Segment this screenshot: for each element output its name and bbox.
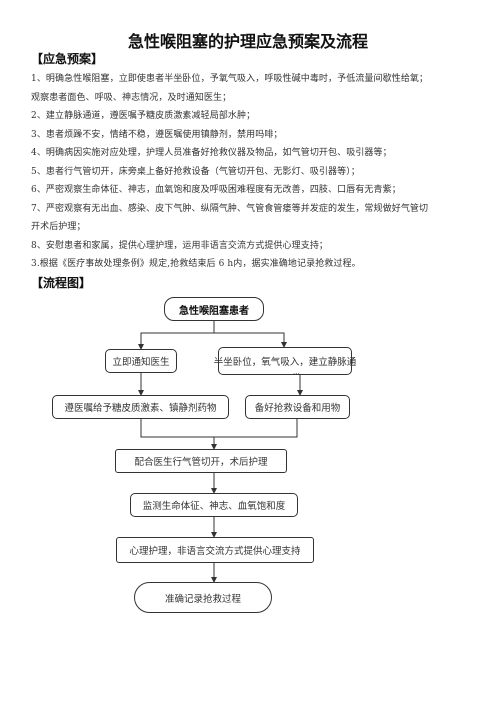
plan-item: 3.根据《医疗事故处理条例》规定,抢救结束后 6 h内，据实准确地记录抢救过程。 xyxy=(31,259,361,269)
flow-position-oxygen-text: 半坐卧位，氧气吸入，建立静脉通 xyxy=(213,357,357,368)
flow-notify-doctor-box: 立即通知医生 xyxy=(105,349,177,373)
plan-item: 2、建立静脉通道，遵医嘱予糖皮质激素减轻局部水肿； xyxy=(31,111,256,121)
plan-item: 7、严密观察有无出血、感染、皮下气肿、纵隔气肿、气管食管瘘等并发症的发生，常规做… xyxy=(31,203,429,214)
plan-item: 3、患者烦躁不安，情绪不稳，遵医嘱使用镇静剂，禁用吗啡； xyxy=(31,129,283,140)
flow-heading: 【流程图】 xyxy=(31,276,92,290)
plan-item: 8、安慰患者和家属，提供心理护理，运用非语言交流方式提供心理支持； xyxy=(31,240,329,251)
flow-position-oxygen-box: 半坐卧位，氧气吸入，建立静脉通 xyxy=(214,347,356,375)
flow-psych-support-box: 心理护理，非语言交流方式提供心理支持 xyxy=(116,537,314,563)
plan-list: 1、明确急性喉阻塞，立即使患者半坐卧位，予氧气吸入，呼吸性碱中毒时，予低流量间歇… xyxy=(31,70,471,274)
flow-record-box: 准确记录抢救过程 xyxy=(134,582,272,613)
flow-prepare-equipment-box: 备好抢救设备和用物 xyxy=(245,395,350,419)
flow-position-oxygen-ellipsis: ... xyxy=(293,368,300,376)
plan-item: 开术后护理； xyxy=(31,222,86,232)
page-title: 急性喉阻塞的护理应急预案及流程 xyxy=(127,32,368,51)
flow-monitor-box: 监测生命体征、神志、血氧饱和度 xyxy=(130,493,298,517)
plan-item: 1、明确急性喉阻塞，立即使患者半坐卧位，予氧气吸入，呼吸性碱中毒时，予低流量间歇… xyxy=(31,74,429,84)
plan-item: 6、严密观察生命体征、神志，血氧饱和度及呼吸困难程度有无改善，四肢、口唇有无青紫… xyxy=(31,185,401,195)
flow-medication-box: 遵医嘱给予糖皮质激素、镇静剂药物 xyxy=(52,395,229,419)
plan-item: 观察患者面色、呼吸、神志情况，及时通知医生； xyxy=(31,92,232,103)
plan-item: 4、明确病因实施对应处理，护理人员准备好抢救仪器及物品，如气管切开包、吸引器等； xyxy=(31,148,392,158)
connector-line xyxy=(140,419,298,438)
flow-tracheotomy-box: 配合医生行气管切开，术后护理 xyxy=(115,449,287,473)
plan-item: 5、患者行气管切开，床旁桌上备好抢救设备（气管切开包、无影灯、吸引器等）； xyxy=(31,166,360,177)
connector-line xyxy=(214,332,287,348)
connector-line xyxy=(138,321,215,350)
plan-heading: 【应急预案】 xyxy=(31,52,104,66)
flow-start-box: 急性喉阻塞患者 xyxy=(164,297,264,321)
